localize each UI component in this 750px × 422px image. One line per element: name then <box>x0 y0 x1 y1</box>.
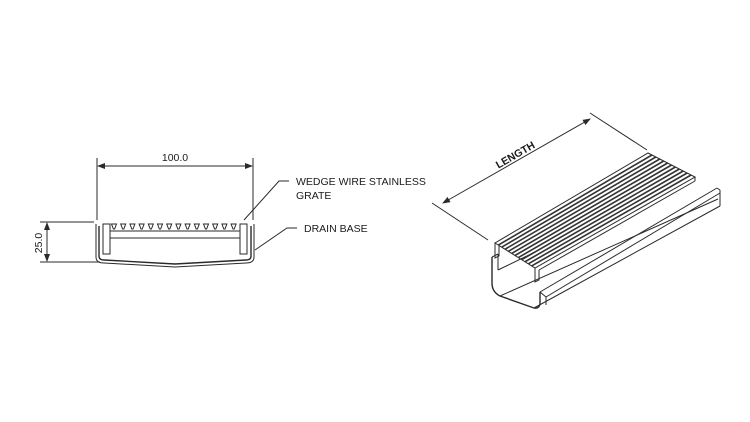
wedge-wire <box>156 223 164 230</box>
wedge-wire <box>184 223 191 230</box>
wedge-wire <box>119 223 127 230</box>
grate-bar <box>531 174 692 267</box>
wedge-wire <box>147 223 155 230</box>
drain-base-label: DRAIN BASE <box>304 223 368 235</box>
grate-bar <box>524 170 684 263</box>
wedge-wire <box>129 223 136 230</box>
grate-bar <box>511 162 668 255</box>
wedge-wire <box>138 223 145 230</box>
grate-bar <box>497 154 653 246</box>
grate-bar <box>521 168 680 261</box>
wedge-wire <box>193 223 201 230</box>
height-dimension-text: 25.0 <box>33 233 45 254</box>
grate-bar <box>527 172 688 265</box>
grate-bar <box>501 156 657 248</box>
grate-bar <box>504 158 661 250</box>
length-label: LENGTH <box>494 139 537 171</box>
wedge-wire <box>230 223 237 230</box>
wedge-wire <box>175 223 182 230</box>
grate-isometric <box>494 152 697 283</box>
wedge-wire <box>211 223 219 230</box>
drain-channel <box>491 187 721 309</box>
drain-base-section <box>95 224 255 268</box>
grate-label-line1: WEDGE WIRE STAINLESS <box>296 176 426 188</box>
wedge-wire <box>110 223 118 230</box>
grate-bar <box>514 164 672 257</box>
section-view: 100.0 25.0 WEDGE WIRE STAINLESS GRATE DR… <box>33 152 426 268</box>
wedge-wire <box>221 223 228 230</box>
isometric-view: LENGTH <box>431 112 721 309</box>
drain-base-leader: DRAIN BASE <box>254 223 368 251</box>
grate-section <box>102 223 248 255</box>
grate-bar <box>517 166 676 259</box>
wedge-wire <box>165 223 173 230</box>
width-dimension: 100.0 <box>96 152 254 220</box>
width-dimension-text: 100.0 <box>162 152 188 164</box>
grate-leader: WEDGE WIRE STAINLESS GRATE <box>243 176 426 221</box>
height-dimension: 25.0 <box>33 221 100 263</box>
grate-bar <box>507 160 665 253</box>
grate-label-line2: GRATE <box>296 190 331 202</box>
wedge-wire <box>202 223 210 230</box>
